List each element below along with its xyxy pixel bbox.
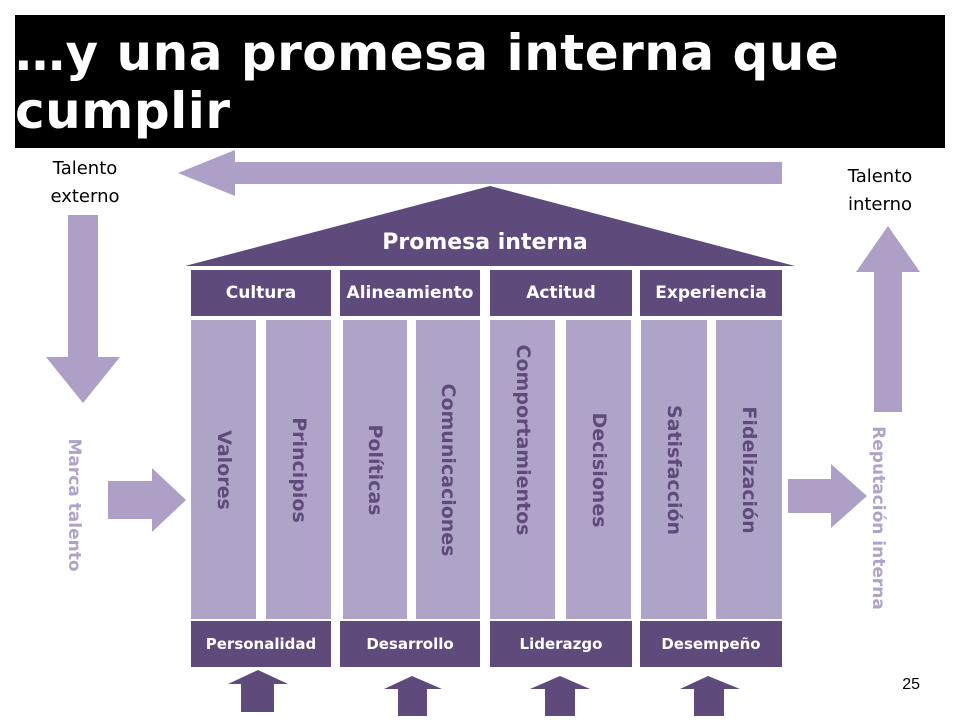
reputacion-interna-text: Reputación interna [868, 426, 888, 610]
marca-talento-text: Marca talento [64, 438, 84, 572]
pillar-politicas: Políticas [343, 320, 407, 619]
top-arrow-left [178, 150, 782, 196]
right-out-arrow [788, 464, 867, 528]
pillar-decisiones: Decisiones [566, 320, 631, 619]
bottom-up-arrow-2 [384, 676, 442, 716]
pillar-comunicaciones: Comunicaciones [416, 320, 480, 619]
right-up-arrow [856, 226, 920, 412]
left-down-arrow [46, 215, 120, 403]
footer-desempeno: Desempeño [640, 621, 782, 667]
header-experiencia: Experiencia [640, 270, 782, 316]
pillar-satisfaccion: Satisfacción [641, 320, 707, 619]
title-bar: …y una promesa interna que cumplir [15, 15, 945, 148]
left-in-arrow [108, 468, 186, 532]
footer-liderazgo: Liderazgo [490, 621, 632, 667]
footer-personalidad: Personalidad [191, 621, 331, 667]
bottom-up-arrow-4 [680, 676, 740, 716]
header-cultura: Cultura [191, 270, 331, 316]
label-talento-externo: Talento externo [50, 158, 120, 207]
page-number: 25 [902, 676, 920, 693]
footer-desarrollo: Desarrollo [340, 621, 480, 667]
header-alineamiento: Alineamiento [340, 270, 480, 316]
pillar-comportamientos: Comportamientos [490, 320, 555, 619]
label-talento-interno: Talento interno [847, 166, 913, 215]
pillar-fidelizacion: Fidelización [716, 320, 782, 619]
pillar-principios: Principios [266, 320, 331, 619]
roof [185, 186, 795, 266]
bottom-up-arrow-3 [530, 676, 590, 716]
roof-label: Promesa interna [382, 230, 588, 255]
slide-title: …y una promesa interna que cumplir [15, 23, 840, 140]
pillar-valores: Valores [191, 320, 256, 619]
header-actitud: Actitud [490, 270, 632, 316]
bottom-up-arrow-1 [228, 670, 288, 712]
